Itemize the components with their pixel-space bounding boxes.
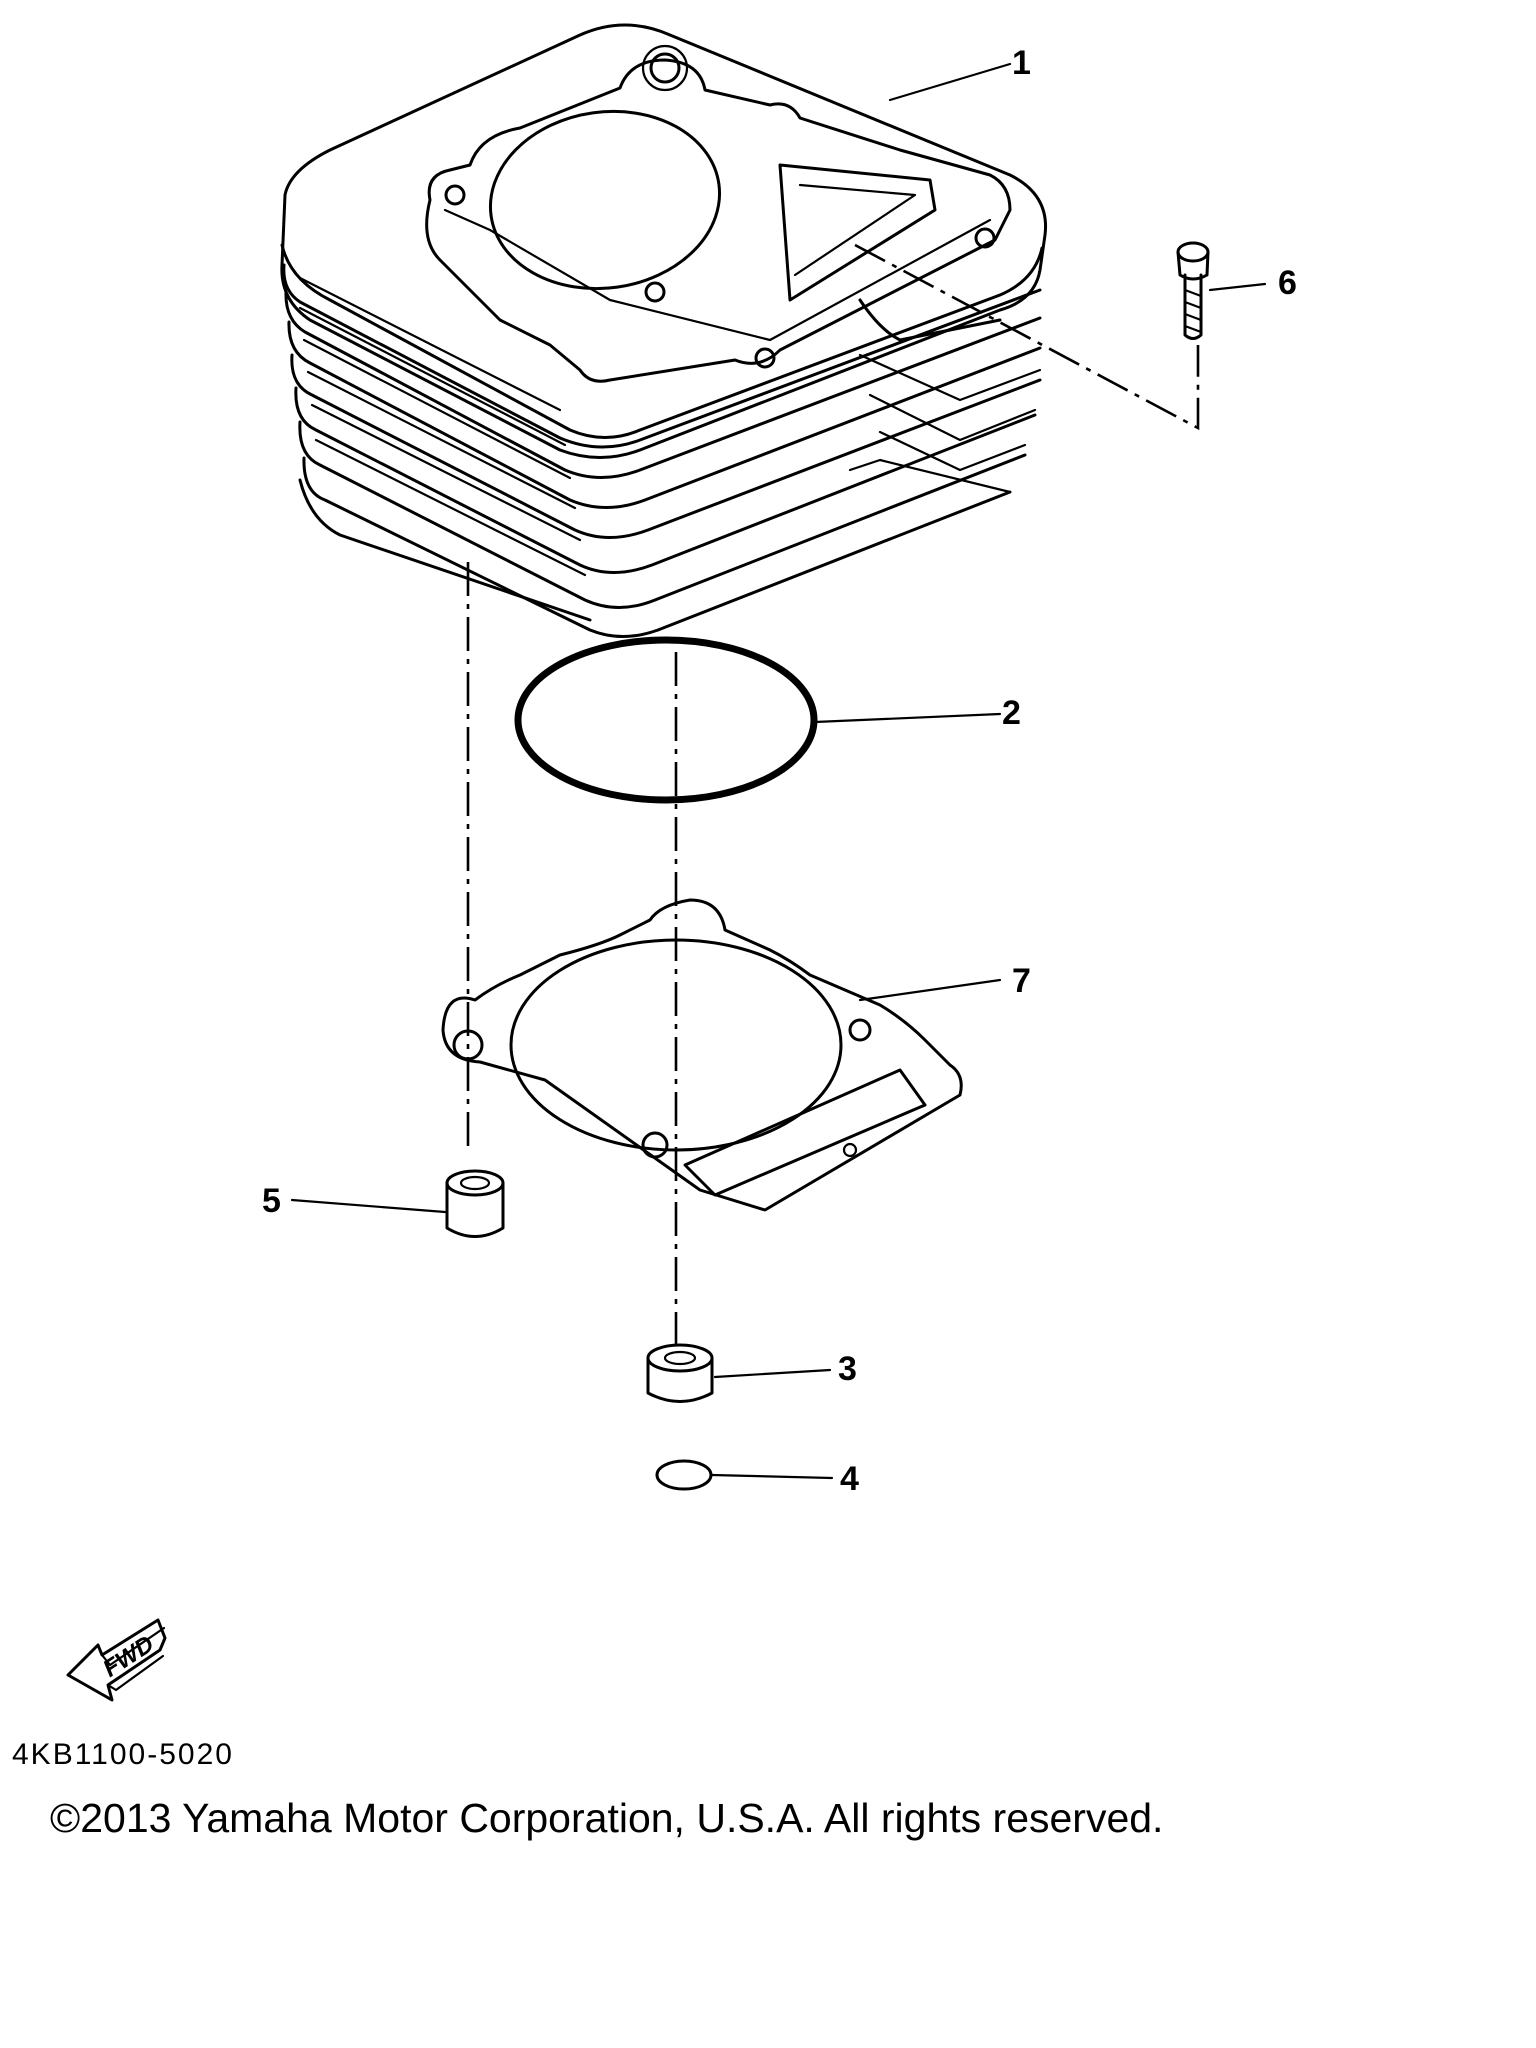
callout-6: 6 — [1278, 264, 1297, 302]
callout-1: 1 — [1012, 44, 1031, 82]
fwd-arrow-icon: FWD — [66, 1618, 167, 1702]
leader-line-5 — [290, 1198, 447, 1214]
callout-7: 7 — [1012, 962, 1031, 1000]
diagram-code: 4KB1100-5020 — [12, 1738, 234, 1771]
dowel-pin-center-part — [646, 1343, 714, 1403]
copyright-notice: ©2013 Yamaha Motor Corporation, U.S.A. A… — [50, 1795, 1164, 1841]
leader-line-2 — [813, 712, 1002, 724]
callout-3: 3 — [838, 1350, 857, 1388]
callout-2: 2 — [1002, 694, 1021, 732]
dowel-pin-left-part — [445, 1169, 505, 1238]
callout-5: 5 — [262, 1182, 281, 1220]
leader-line-4 — [710, 1473, 834, 1480]
bolt-part — [1176, 241, 1210, 340]
leader-line-7 — [858, 978, 1002, 1002]
leader-line-3 — [713, 1368, 832, 1379]
o-ring-part — [514, 636, 818, 804]
leader-line-1 — [888, 62, 1012, 102]
small-o-ring-part — [655, 1459, 713, 1491]
callout-4: 4 — [840, 1460, 859, 1498]
leader-line-6 — [1208, 282, 1267, 292]
cylinder-part — [280, 23, 1048, 638]
base-gasket-part — [441, 898, 963, 1212]
